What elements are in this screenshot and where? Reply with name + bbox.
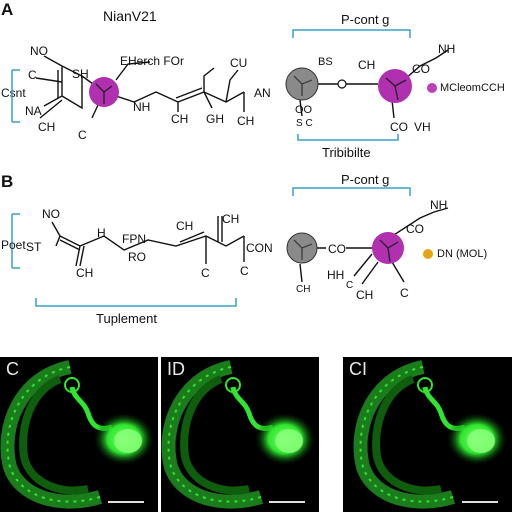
label-sh: SH <box>72 67 89 81</box>
label-b-c: C <box>201 266 210 280</box>
fluorescent-spiral-d <box>161 360 315 509</box>
label-b-c-b: C <box>240 264 249 278</box>
label-co-bottom: CO <box>390 120 408 134</box>
scale-bar-ci <box>462 501 498 503</box>
label-b-co-top: CO <box>406 222 424 236</box>
label-ch-c: CH <box>171 112 189 126</box>
micrograph-ci: CI <box>343 357 512 512</box>
label-b-c-mark: C <box>400 286 409 300</box>
label-nh: NH <box>133 100 151 114</box>
label-no: NO <box>30 44 48 58</box>
panel-b-caption: Tuplement <box>96 311 157 326</box>
label-b-hh: HH <box>327 268 345 282</box>
legend-text-b: DN (MOL) <box>437 248 488 260</box>
fluorescent-spiral-ci <box>353 360 507 509</box>
label-ch-a: CH <box>38 120 56 134</box>
micrograph-letter-c: C <box>6 359 19 379</box>
label-b-nh: NH <box>430 198 448 212</box>
panel-letter-b: B <box>1 172 14 191</box>
label-b-no: NO <box>42 207 60 221</box>
panel-a-right-caption: Tribibilte <box>322 145 371 160</box>
label-b-ch-c: CH <box>222 212 240 226</box>
label-b-ch-c: CH <box>296 284 311 295</box>
label-b-ch-a: CH <box>76 266 94 280</box>
label-b-ch: CH <box>356 288 374 302</box>
panel-b-right-title: P-cont g <box>341 172 390 187</box>
micrograph-c: C <box>0 357 158 512</box>
label-b-co-mid: CO <box>328 242 346 256</box>
panel-a-side-label: Csnt <box>1 86 26 100</box>
micrograph-d: ID <box>161 357 319 512</box>
label-gh: GH <box>206 112 224 126</box>
panel-b-side-label: Poet <box>1 238 26 252</box>
fluorescent-spiral-c <box>0 360 154 509</box>
micrograph-letter-ci: CI <box>349 359 367 379</box>
label-ch-d: CH <box>237 114 255 128</box>
legend-text-a: MCleomCCH <box>440 82 505 94</box>
panel-a-right-title: P-cont g <box>341 12 390 27</box>
label-c-b: C <box>78 128 87 142</box>
label-na: NA <box>25 104 42 118</box>
label-b-st: ST <box>26 240 42 254</box>
label-vh: VH <box>414 120 431 134</box>
label-annotation: EHerch FOr <box>120 54 185 68</box>
label-oo: OO <box>295 104 313 116</box>
label-b-c-small: C <box>346 280 354 291</box>
legend-dot-a <box>427 83 437 93</box>
label-b-h: H <box>97 226 106 240</box>
panel-a-top-label: NianV21 <box>103 8 157 24</box>
label-an: AN <box>254 86 271 100</box>
scale-bar-d <box>269 501 305 503</box>
label-co-top: CO <box>412 62 430 76</box>
label-b-ch-b: CH <box>176 219 194 233</box>
scale-bar-c <box>108 501 144 503</box>
label-b-fpn: FPN <box>122 232 146 246</box>
micrograph-letter-d: ID <box>167 359 185 379</box>
label-ch-right: CH <box>358 58 376 72</box>
label-c: C <box>28 68 37 82</box>
label-sc: S C <box>296 118 313 129</box>
panel-letter-a: A <box>1 0 14 19</box>
label-nh-right: NH <box>438 42 456 56</box>
label-b-ro: RO <box>128 250 146 264</box>
label-cu: CU <box>230 56 248 70</box>
legend-dot-b <box>423 249 433 259</box>
label-b-con: CON <box>246 241 273 255</box>
label-bs: BS <box>318 56 333 68</box>
